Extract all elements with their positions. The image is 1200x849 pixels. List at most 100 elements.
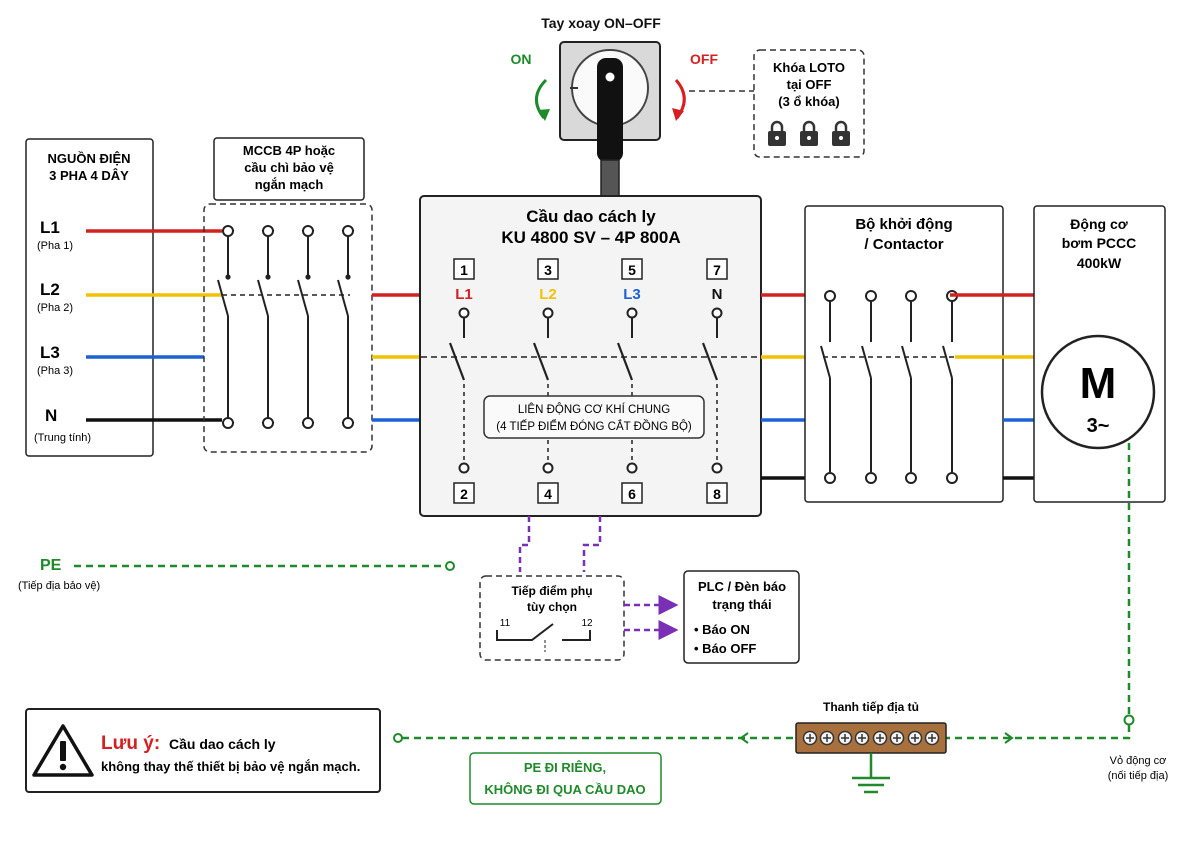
mccb-bottom-terminal xyxy=(222,417,234,429)
mccb-pole-dot xyxy=(225,274,231,280)
isolator-blade xyxy=(701,342,719,381)
source-sub-l2: (Pha 2) xyxy=(37,302,73,314)
interlock-line2: (4 TIẾP ĐIỂM ĐÓNG CẮT ĐỒNG BỘ) xyxy=(496,420,692,433)
isolator-blade xyxy=(532,342,550,381)
warning-icon-dot xyxy=(59,763,67,771)
handle-shaft xyxy=(600,159,620,201)
mccb-blade xyxy=(257,279,269,317)
aux-link-1 xyxy=(518,516,531,572)
padlock-icon xyxy=(768,120,786,146)
motor-symbol xyxy=(1040,334,1156,450)
isolator-top-terminal-box xyxy=(706,258,728,280)
padlock-icon xyxy=(800,120,818,146)
mccb-pole-dot xyxy=(265,274,271,280)
isolator-phase-label: L2 xyxy=(539,286,557,303)
pe-terminal xyxy=(445,561,455,571)
plc-line2: trạng thái xyxy=(712,597,771,612)
mccb-bottom-terminal xyxy=(262,417,274,429)
interlock-box xyxy=(483,395,705,439)
off-label: OFF xyxy=(690,51,718,67)
isolator-top-terminal-number: 7 xyxy=(713,262,721,278)
contactor-blade xyxy=(820,345,831,379)
isolator-bottom-terminal-number: 6 xyxy=(628,486,636,502)
contactor-top-terminal xyxy=(824,290,836,302)
source-sub-n: (Trung tính) xyxy=(34,432,91,444)
isolator-upper-contact xyxy=(711,307,723,319)
plc-box xyxy=(683,570,800,664)
isolator-upper-contact xyxy=(458,307,470,319)
isolator-phase-label: L3 xyxy=(623,286,641,303)
contactor-top-terminal xyxy=(905,290,917,302)
plc-item-off: • Báo OFF xyxy=(694,641,756,656)
isolator-top-terminal-number: 5 xyxy=(628,262,636,278)
isolator-lower-contact xyxy=(542,462,554,474)
note-box xyxy=(25,708,381,793)
source-sub-l3: (Pha 3) xyxy=(37,365,73,377)
plc-line1: PLC / Đèn báo xyxy=(698,579,786,594)
isolator-blade xyxy=(616,342,634,381)
isolator-bottom-terminal-box xyxy=(706,482,728,504)
source-label-l1: L1 xyxy=(40,218,60,237)
mccb-pole-dot xyxy=(305,274,311,280)
mccb-pole-dot xyxy=(345,274,351,280)
motor-phase-label: 3~ xyxy=(1087,415,1110,437)
loto-line3: (3 ổ khóa) xyxy=(778,94,839,109)
mccb-label-box xyxy=(213,137,365,201)
pe-arrow-icon xyxy=(1004,732,1014,744)
padlock-icon xyxy=(832,120,850,146)
isolator-top-terminal-box xyxy=(621,258,643,280)
plc-item-on: • Báo ON xyxy=(694,622,750,637)
aux-terminal-11: 11 xyxy=(500,618,511,629)
isolator-title2: KU 4800 SV – 4P 800A xyxy=(501,228,680,247)
on-arrowhead-icon xyxy=(538,109,550,121)
isolator-blade xyxy=(448,342,466,381)
contactor-blade xyxy=(942,345,953,379)
pe-label: PE xyxy=(40,557,62,574)
pe-note-box xyxy=(469,752,662,805)
mccb-top-terminal xyxy=(262,225,274,237)
mccb-line2: cầu chì bảo vệ xyxy=(244,160,334,175)
source-box xyxy=(25,138,154,457)
mccb-blade xyxy=(217,279,229,317)
mccb-line1: MCCB 4P hoặc xyxy=(243,143,335,158)
pe-wire-to-bar xyxy=(946,725,1131,740)
source-title1: NGUỒN ĐIỆN xyxy=(47,151,130,166)
source-label-l2: L2 xyxy=(40,280,60,299)
loto-line2: tại OFF xyxy=(787,77,832,92)
isolator-bottom-terminal-number: 2 xyxy=(460,486,468,502)
loto-line1: Khóa LOTO xyxy=(773,60,845,75)
isolator-lower-contact xyxy=(458,462,470,474)
mccb-top-terminal xyxy=(342,225,354,237)
handle-title: Tay xoay ON–OFF xyxy=(541,15,661,31)
contactor-line1: Bộ khởi động xyxy=(855,216,952,233)
contactor-bottom-terminal xyxy=(946,472,958,484)
aux-contact-symbol xyxy=(496,623,554,641)
mccb-blade xyxy=(297,279,309,317)
isolator-top-terminal-box xyxy=(453,258,475,280)
rotary-handle-knob[interactable] xyxy=(597,58,623,162)
isolator-bottom-terminal-number: 8 xyxy=(713,486,721,502)
isolator-title1: Cầu dao cách ly xyxy=(526,207,656,226)
ground-bar-label: Thanh tiếp địa tủ xyxy=(823,700,919,714)
ground-bar xyxy=(795,722,947,754)
mccb-blade xyxy=(337,279,349,317)
isolator-upper-contact xyxy=(626,307,638,319)
mccb-poles xyxy=(217,225,354,429)
isolator-lower-contact xyxy=(626,462,638,474)
motor-ground-terminal xyxy=(1123,714,1135,726)
pe-sub: (Tiếp địa bảo vệ) xyxy=(18,580,100,592)
isolator-phase-label: N xyxy=(712,286,723,303)
contactor-top-terminal xyxy=(865,290,877,302)
contactor-line2: / Contactor xyxy=(864,236,943,253)
off-arrowhead-icon xyxy=(672,108,684,121)
isolator-phase-label: L1 xyxy=(455,286,473,303)
pe-note-line1: PE ĐI RIÊNG, xyxy=(524,760,606,775)
motor-ground-line1: Vỏ động cơ xyxy=(1110,755,1167,767)
isolator-bottom-terminal-box xyxy=(621,482,643,504)
mccb-bottom-terminal xyxy=(342,417,354,429)
mccb-box xyxy=(203,203,373,453)
note-line1: Cầu dao cách ly xyxy=(169,736,276,752)
contactor-blade xyxy=(861,345,872,379)
